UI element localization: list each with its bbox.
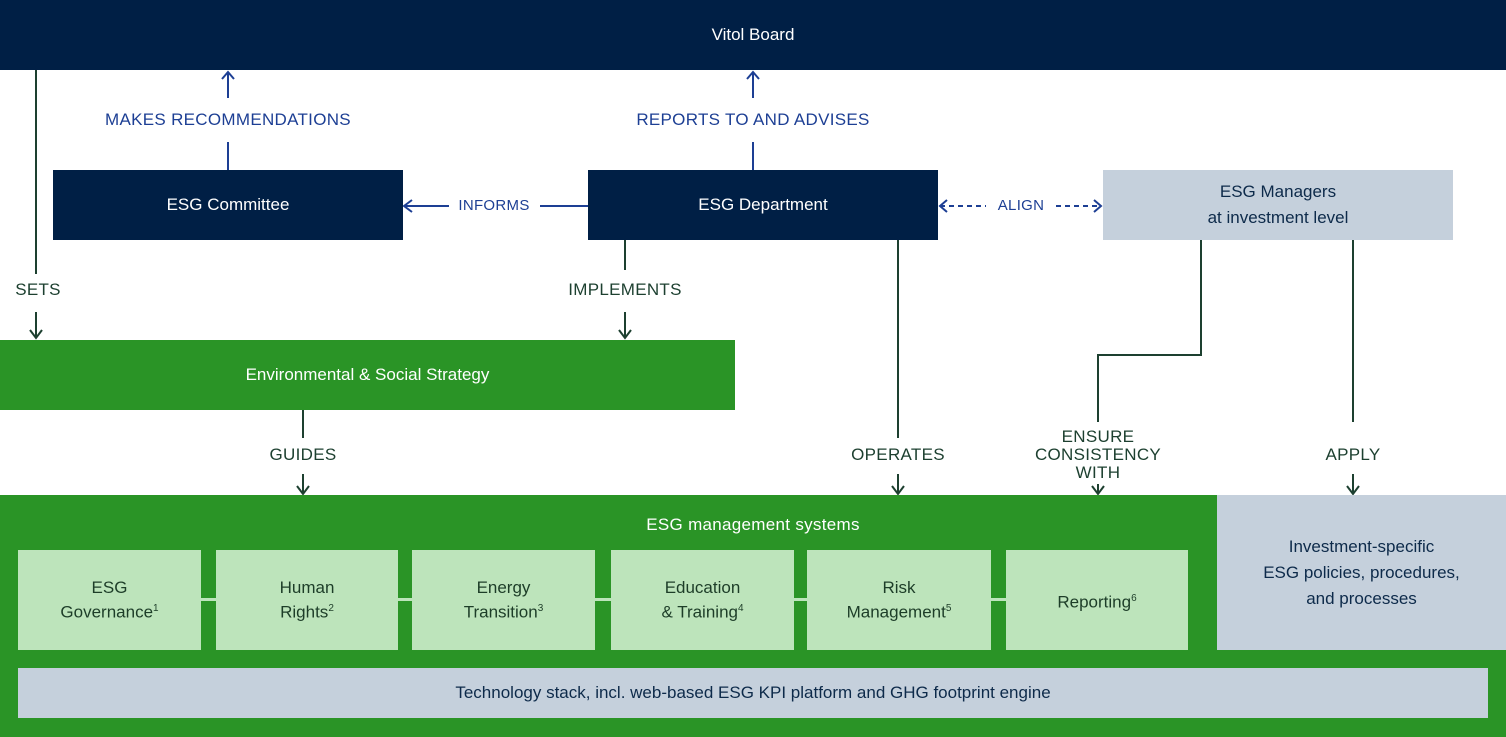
edge-apply <box>1346 240 1360 496</box>
subsystem-energy-transition: Energy Transition3 <box>412 550 595 650</box>
subsystem-line2: Management <box>846 602 946 622</box>
technology-stack-node: Technology stack, incl. web-based ESG KP… <box>18 668 1488 718</box>
footnote-marker: 4 <box>737 603 744 615</box>
investment-label-line1: Investment-specific <box>1288 536 1435 556</box>
label-ensure-line2: CONSISTENCY <box>1034 445 1162 464</box>
managers-label-line1: ESG Managers <box>1219 182 1337 201</box>
label-ensure-line3: WITH <box>1075 463 1121 482</box>
label-implements: IMPLEMENTS <box>568 280 682 299</box>
label-sets: SETS <box>15 280 61 299</box>
edge-operates <box>891 240 905 496</box>
managers-label-line2: at investment level <box>1207 208 1349 227</box>
edge-informs <box>402 199 588 213</box>
footnote-marker: 6 <box>1131 592 1137 604</box>
subsystem-line1: Energy <box>476 578 531 598</box>
label-informs: INFORMS <box>458 197 530 214</box>
label-apply: APPLY <box>1325 445 1381 464</box>
subsystem-line1: Risk <box>882 578 916 598</box>
department-node: ESG Department <box>588 170 938 240</box>
label-ensure-consistency: ENSURE CONSISTENCY WITH <box>1035 428 1161 482</box>
subsystem-esg-governance: ESG Governance1 <box>18 550 201 650</box>
edge-makes-recommendations <box>221 70 235 170</box>
edge-ensure-consistency <box>1091 240 1202 496</box>
label-align: ALIGN <box>997 197 1045 214</box>
investment-policies-node: Investment-specific ESG policies, proced… <box>1217 495 1506 650</box>
subsystem-human-rights: Human Rights2 <box>216 550 398 650</box>
investment-label-line3: and processes <box>1306 588 1417 608</box>
subsystem-education-training: Education & Training4 <box>611 550 794 650</box>
subsystem-line2: Rights <box>280 602 329 622</box>
managers-node: ESG Managers at investment level <box>1103 170 1453 240</box>
subsystem-line2: & Training <box>661 602 738 622</box>
board-node: Vitol Board <box>0 0 1506 70</box>
strategy-label: Environmental & Social Strategy <box>245 365 490 384</box>
footnote-marker: 3 <box>537 603 544 615</box>
subsystem-line2: Transition <box>463 602 538 622</box>
board-label: Vitol Board <box>711 25 795 44</box>
label-makes-recommendations: MAKES RECOMMENDATIONS <box>105 110 351 129</box>
footnote-marker: 1 <box>153 603 159 615</box>
subsystem-reporting: Reporting6 <box>1006 550 1188 650</box>
investment-label-line2: ESG policies, procedures, <box>1263 562 1460 582</box>
subsystems-connector <box>200 598 1006 601</box>
subsystem-risk-management: Risk Management5 <box>807 550 991 650</box>
label-ensure-line1: ENSURE <box>1061 427 1135 446</box>
systems-title: ESG management systems <box>646 515 860 534</box>
label-operates: OPERATES <box>851 445 945 464</box>
label-reports-to: REPORTS TO AND ADVISES <box>636 110 870 129</box>
subsystem-line2: Reporting <box>1057 592 1132 612</box>
subsystem-line1: Human <box>279 578 335 598</box>
edge-align-heads <box>938 199 1103 213</box>
committee-label: ESG Committee <box>166 195 290 214</box>
subsystem-line1: Education <box>664 578 741 598</box>
subsystem-line1: ESG <box>91 578 128 598</box>
edge-implements <box>618 240 632 340</box>
edge-guides <box>296 410 310 496</box>
technology-stack-label: Technology stack, incl. web-based ESG KP… <box>455 683 1051 702</box>
footnote-marker: 2 <box>328 603 334 615</box>
strategy-node: Environmental & Social Strategy <box>0 340 735 410</box>
label-guides: GUIDES <box>269 445 337 464</box>
edge-sets <box>29 70 43 340</box>
subsystem-line2: Governance <box>60 602 154 622</box>
department-label: ESG Department <box>698 195 828 214</box>
edge-reports-to <box>746 70 760 170</box>
committee-node: ESG Committee <box>53 170 403 240</box>
footnote-marker: 5 <box>945 603 952 615</box>
